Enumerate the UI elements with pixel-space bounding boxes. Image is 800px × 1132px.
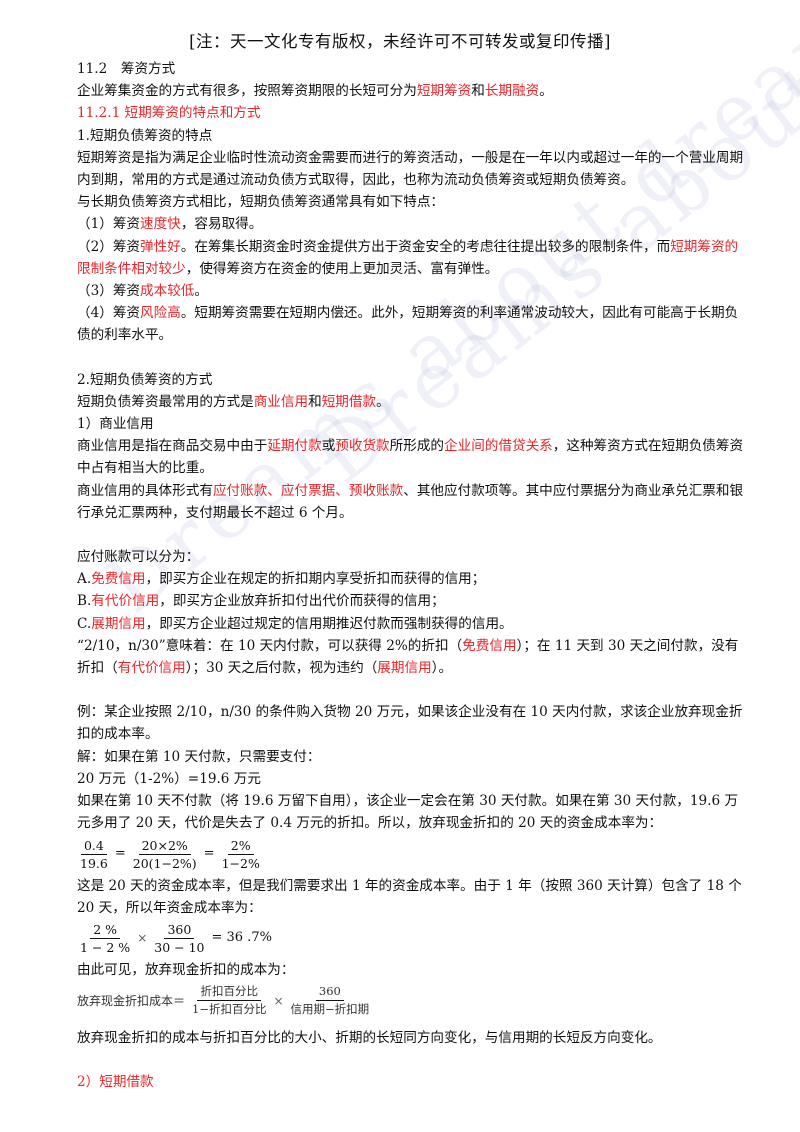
paragraph: 这是 20 天的资金成本率，但是我们需要求出 1 年的资金成本率。由于 1 年（… [77, 877, 742, 916]
list-item: （1）筹资速度快，容易取得。 [77, 216, 263, 233]
paragraph: 与长期负债筹资方式相比，短期负债筹资通常具有如下特点： [77, 194, 445, 211]
paragraph: 应付账款可以分为： [77, 549, 200, 566]
list-item: （2）筹资弹性好。在筹集长期资金时资金提供方出于资金安全的考虑往往提出较多的限制… [77, 238, 739, 277]
paragraph-heading: 1.短期负债筹资的特点 [77, 127, 213, 144]
list-item: B.有代价信用，即买方企业放弃折扣付出代价而获得的信用； [77, 593, 445, 610]
paragraph: 商业信用的具体形式有应付账款、应付票据、预收账款、其他应付款项等。其中应付票据分… [77, 482, 744, 521]
fraction: 2 %1 − 2 % [80, 921, 131, 955]
document-body: 11.2 筹资方式 企业筹集资金的方式有很多，按照筹资期限的长短可分为短期筹资和… [77, 58, 745, 1094]
equation-line: 20 万元（1-2%）=19.6 万元 [77, 770, 261, 787]
section-heading: 11.2 筹资方式 [77, 61, 176, 77]
copyright-notice: [注：天一文化专有版权，未经许可不可转发或复印传播] [189, 32, 611, 51]
list-item: （4）筹资风险高。短期筹资需要在短期内偿还。此外，短期筹资的利率通常波动较大，因… [77, 305, 739, 344]
paragraph: 由此可见，放弃现金折扣的成本为： [77, 961, 295, 978]
subsection-heading: 11.2.1 短期筹资的特点和方式 [77, 105, 261, 122]
solution-text: 解：如果在第 10 天付款，只需要支付： [77, 748, 321, 765]
list-item: A.免费信用，即买方企业在规定的折扣期内享受折扣而获得的信用； [77, 571, 486, 588]
list-item: （3）筹资成本较低。 [77, 283, 208, 300]
paragraph-heading: 2）短期借款 [77, 1074, 154, 1091]
paragraph-heading: 2.短期负债筹资的方式 [77, 371, 213, 388]
fraction: 20×2%20(1−2%) [132, 837, 197, 871]
paragraph: 放弃现金折扣的成本与折扣百分比的大小、折期的长短同方向变化，与信用期的长短反方向… [77, 1030, 662, 1047]
paragraph: 商业信用是指在商品交易中由于延期付款或预收货款所形成的企业间的借贷关系，这种筹资… [77, 438, 744, 477]
example-text: 例：某企业按照 2/10，n/30 的条件购入货物 20 万元，如果该企业没有在… [77, 704, 743, 743]
paragraph: 短期筹资是指为满足企业临时性流动资金需要而进行的筹资活动，一般是在一年以内或超过… [77, 149, 744, 189]
paragraph-heading: 1）商业信用 [77, 416, 154, 433]
paragraph: 如果在第 10 天不付款（将 19.6 万留下自用），该企业一定会在第 30 天… [77, 793, 739, 832]
paragraph: 短期负债筹资最常用的方式是商业信用和短期借款。 [77, 393, 390, 410]
fraction: 2%1−2% [221, 837, 260, 871]
list-item: C.展期信用，即买方企业超过规定的信用期推迟付款而强制获得的信用。 [77, 615, 513, 632]
paragraph: “2/10，n/30”意味着：在 10 天内付款，可以获得 2%的折扣（免费信用… [77, 637, 739, 677]
paragraph: 企业筹集资金的方式有很多，按照筹资期限的长短可分为短期筹资和长期融资。 [77, 83, 553, 100]
